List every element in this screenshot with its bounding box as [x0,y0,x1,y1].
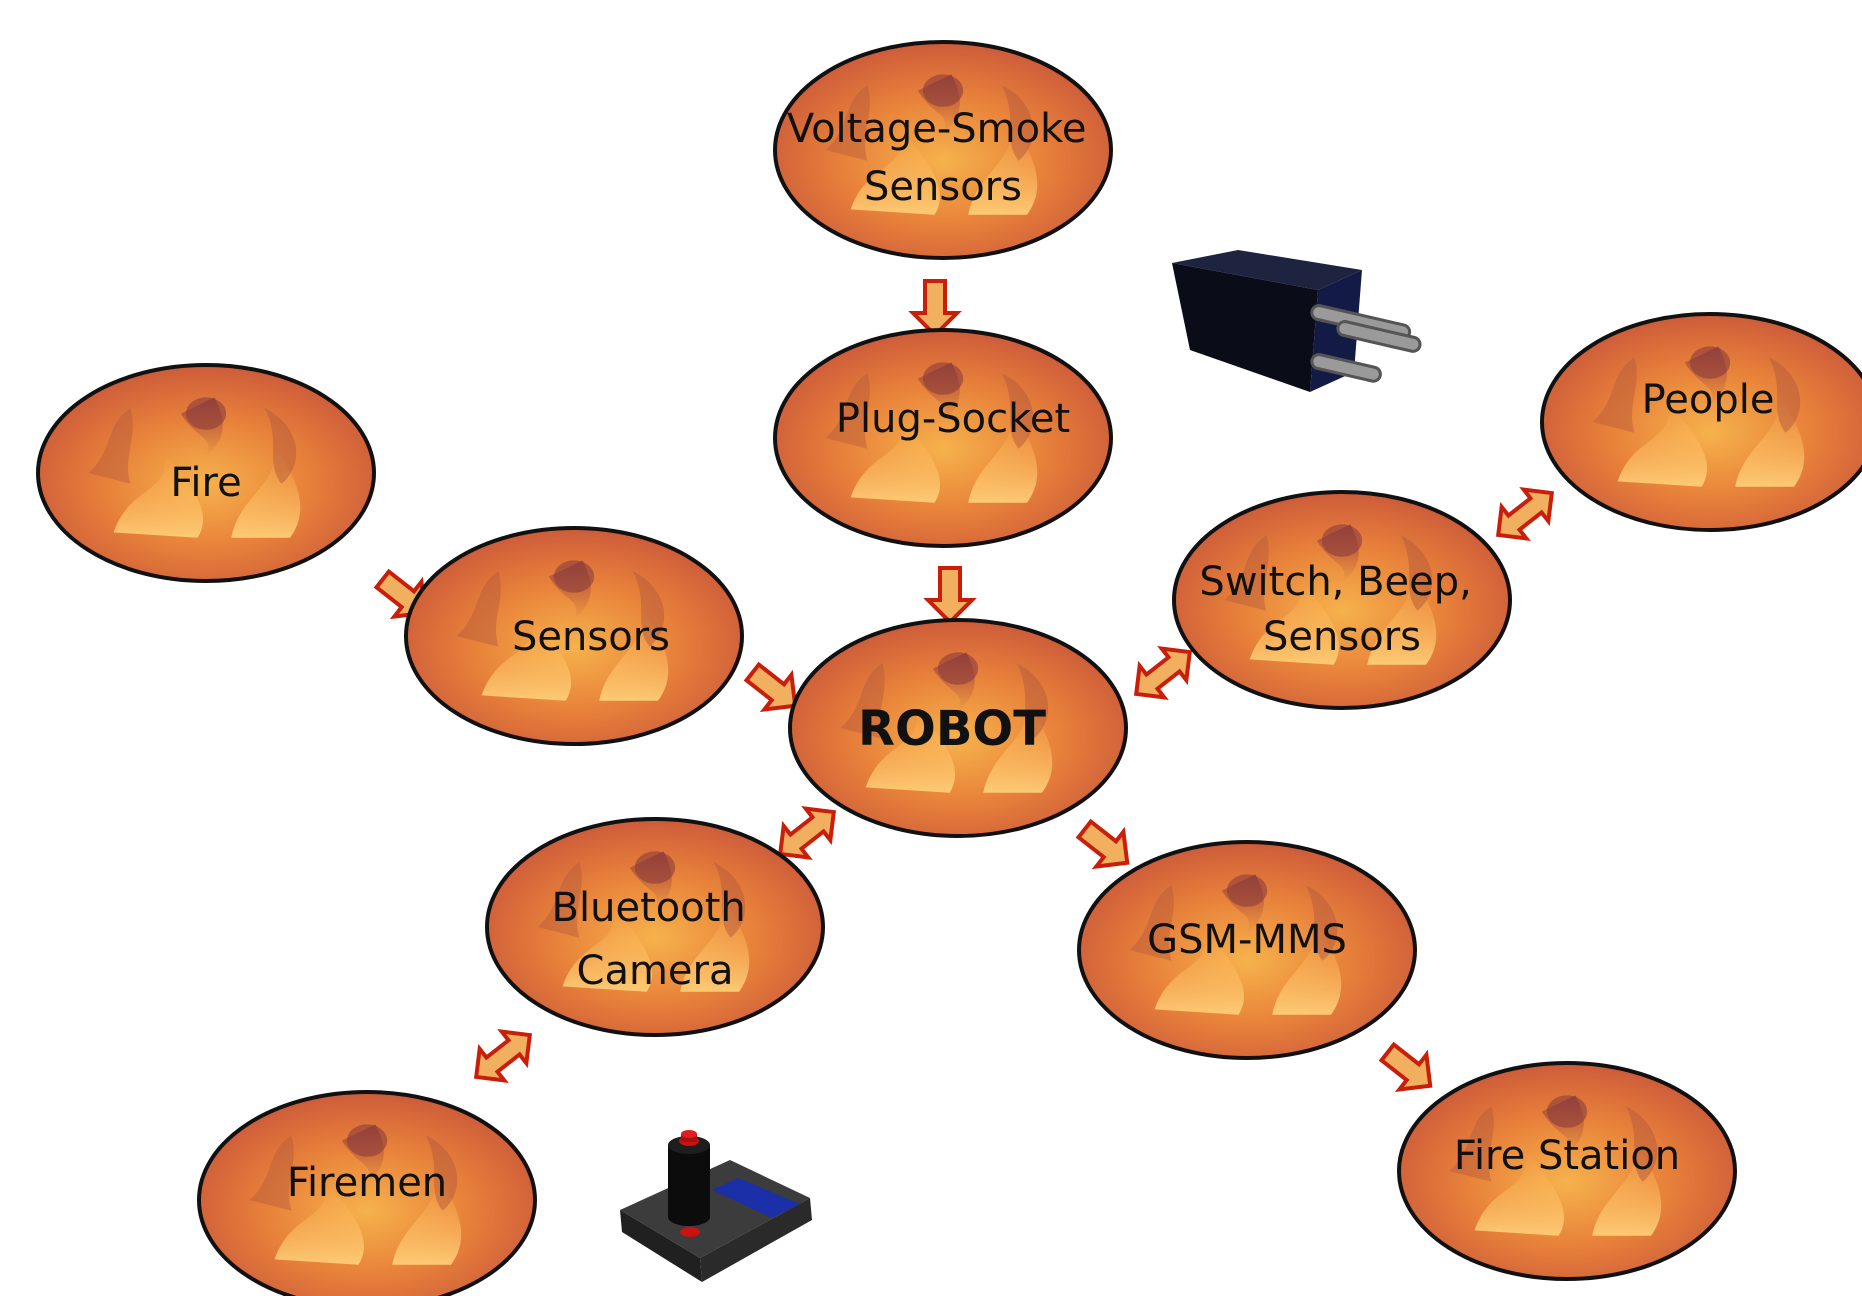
node-plug-socket: Plug-Socket [773,328,1113,548]
node-people: People [1540,312,1862,532]
node-voltage-smoke-sensors: Voltage-Smoke Sensors [773,40,1113,260]
node-firemen: Firemen [197,1090,537,1296]
node-label: Fire Station [1454,1133,1680,1179]
node-label: Firemen [287,1160,447,1206]
node-label: Switch, Beep, Sensors [1199,559,1484,660]
node-fire: Fire [36,363,376,583]
node-label: Voltage-Smoke Sensors [787,106,1099,210]
arrow-bluetooth-firemen-bidirectional [461,1017,545,1095]
arrow-robot-to-gsm [1069,810,1143,883]
node-gsm-mms: GSM-MMS [1077,840,1417,1060]
joystick-controller-icon [620,1130,812,1282]
plug-connector-icon [1172,250,1422,392]
node-label: Bluetooth Camera [552,885,759,994]
node-fire-station: Fire Station [1397,1061,1737,1281]
node-label: ROBOT [858,701,1046,757]
arrow-switch-people-bidirectional [1483,475,1567,553]
arrow-gsm-to-firestation [1372,1033,1446,1106]
node-sensors: Sensors [404,526,744,746]
node-robot: ROBOT [788,618,1128,838]
arrow-plug-to-robot [926,566,974,624]
node-label: Fire [170,460,241,506]
node-bluetooth-camera: Bluetooth Camera [485,817,825,1037]
node-label: Sensors [512,614,670,660]
node-label: People [1642,377,1775,423]
node-label: GSM-MMS [1147,917,1347,963]
arrow-voltage-to-plug [911,279,959,337]
node-label: Plug-Socket [836,396,1070,442]
node-switch-beep-sensors: Switch, Beep, Sensors [1172,490,1512,710]
